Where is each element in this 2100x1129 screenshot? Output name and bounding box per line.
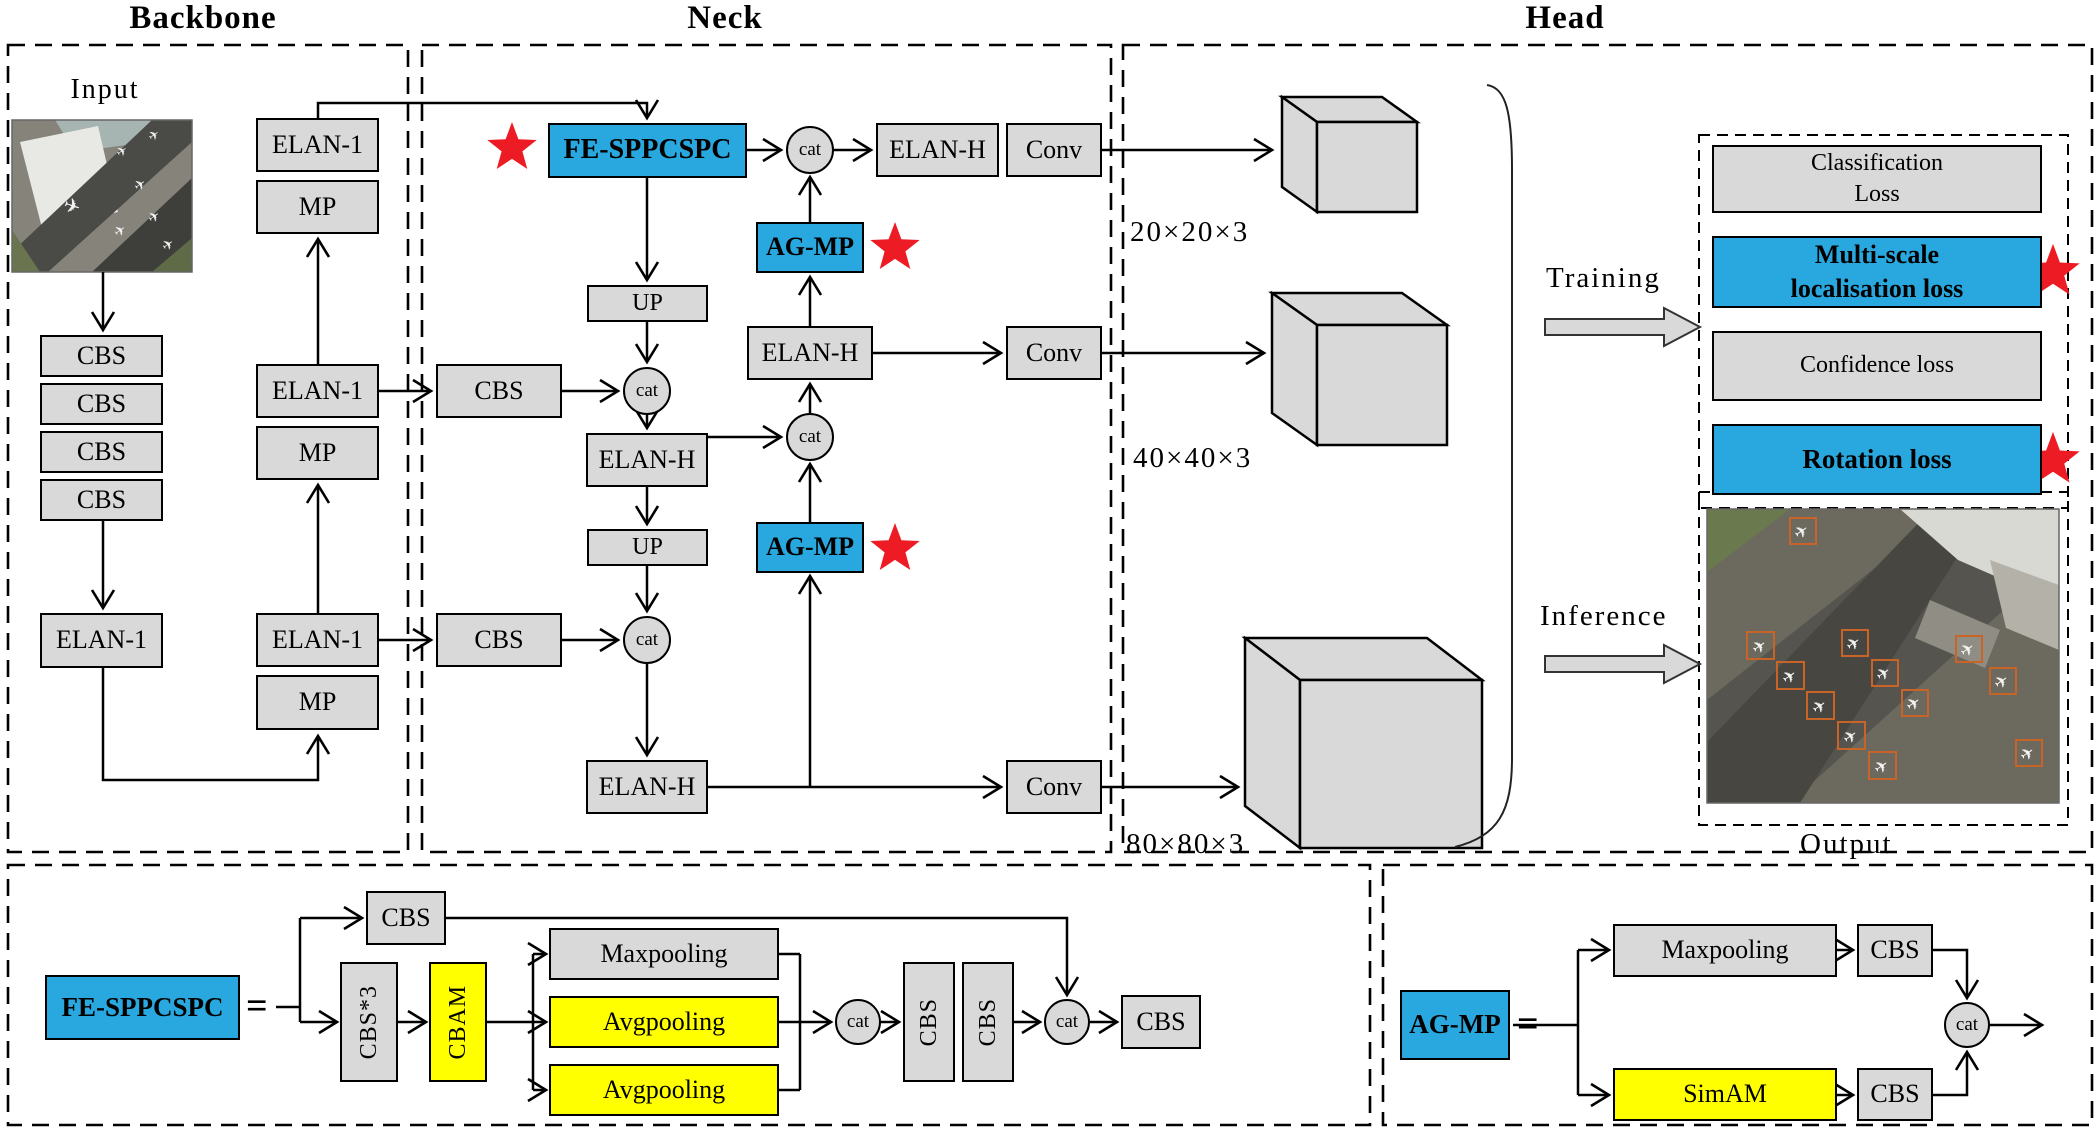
legend-cat-5: cat (835, 999, 881, 1045)
legend-cbs-final: CBS (1121, 995, 1201, 1049)
node-cbs-4: CBS (40, 479, 163, 521)
node-elan1-mid: ELAN-1 (256, 364, 379, 418)
node-cbs-1: CBS (40, 335, 163, 377)
loss-confidence: Confidence loss (1712, 331, 2042, 401)
head-frame (1121, 43, 2094, 854)
equals-sign-2: = (1517, 1003, 1539, 1045)
legend-cbs-top: CBS (366, 891, 446, 945)
equals-sign-1: = (246, 985, 268, 1027)
node-conv-1: Conv (1006, 123, 1102, 177)
star-icon (870, 523, 920, 570)
output-label: Output (1800, 828, 1893, 860)
legend-avgpooling-2: Avgpooling (549, 1064, 779, 1116)
scale-label-40: 40×40×3 (1133, 442, 1253, 474)
head-title: Head (1525, 0, 1605, 36)
node-elanh-2: ELAN-H (747, 326, 873, 380)
legend-cbs-r2: CBS (1857, 1068, 1933, 1121)
loss-multiscale: Multi-scale localisation loss (1712, 236, 2042, 308)
input-image: ✈ ✈ ✈ ✈ ✈ ✈ ✈ (11, 119, 193, 273)
legend-fe-sppcspc: FE-SPPCSPC (45, 975, 240, 1040)
node-mp-2: MP (256, 426, 379, 480)
feature-cube-80 (1241, 635, 1486, 851)
legend-cbam-text: CBAM (444, 984, 471, 1060)
node-cat-4: cat (623, 616, 671, 664)
node-cbs-neck-lower: CBS (436, 613, 562, 667)
legend-cat-7: cat (1944, 1002, 1990, 1048)
node-elanh-1: ELAN-H (586, 433, 708, 487)
node-elan1-bottom: ELAN-1 (256, 613, 379, 667)
loss-classification: Classification Loss (1712, 145, 2042, 213)
input-label: Input (70, 74, 140, 105)
feature-cube-20 (1278, 94, 1421, 215)
neck-frame (420, 43, 1113, 854)
loss-classification-line1: Classification (1811, 149, 1943, 176)
legend-cbam: CBAM (429, 962, 487, 1082)
loss-confidence-text: Confidence loss (1800, 352, 1954, 379)
node-conv-2: Conv (1006, 326, 1102, 380)
node-elanh-3: ELAN-H (586, 760, 708, 814)
feature-cube-40 (1268, 290, 1451, 448)
node-elan1-left: ELAN-1 (40, 613, 163, 668)
legend-avgpooling-1: Avgpooling (549, 996, 779, 1048)
legend-cbs3: CBS*3 (340, 962, 398, 1082)
node-elanh-top: ELAN-H (876, 123, 999, 177)
legend-cbs-v1: CBS (903, 962, 955, 1082)
fe-sppcspc-legend-frame (6, 863, 1372, 1127)
backbone-title: Backbone (129, 0, 277, 36)
training-losses-frame (1698, 134, 2069, 509)
legend-cbs3-text: CBS*3 (355, 984, 382, 1060)
star-icon (487, 122, 537, 169)
inference-label: Inference (1540, 600, 1668, 632)
star-icon (870, 222, 920, 269)
loss-multiscale-line1: Multi-scale (1814, 240, 1940, 270)
inference-arrow-icon (1544, 643, 1703, 685)
output-image: ✈ ✈ ✈ ✈ ✈ ✈ ✈ ✈ ✈ ✈ ✈ ✈ (1706, 508, 2060, 804)
legend-cbs-r1: CBS (1857, 924, 1933, 977)
node-fe-sppcspc: FE-SPPCSPC (548, 123, 747, 178)
node-ag-mp-1: AG-MP (756, 222, 864, 273)
node-conv-3: Conv (1006, 760, 1102, 814)
svg-text:✈: ✈ (60, 194, 83, 220)
node-cat-1: cat (786, 126, 834, 174)
node-cbs-3: CBS (40, 431, 163, 473)
legend-cbs-v2-text: CBS (974, 997, 1001, 1047)
loss-rotation-text: Rotation loss (1802, 443, 1952, 474)
node-cat-3: cat (786, 413, 834, 461)
node-cat-2: cat (623, 367, 671, 415)
node-elan1-top: ELAN-1 (256, 118, 379, 172)
loss-classification-line2: Loss (1854, 181, 1900, 207)
scale-label-20: 20×20×3 (1130, 216, 1250, 248)
node-cbs-neck-upper: CBS (436, 364, 562, 418)
node-cbs-2: CBS (40, 383, 163, 425)
brace-icon (1454, 84, 1513, 848)
legend-ag-mp: AG-MP (1400, 990, 1510, 1060)
legend-cbs-v2: CBS (962, 962, 1014, 1082)
ag-mp-legend-frame (1381, 863, 2094, 1127)
node-ag-mp-2: AG-MP (756, 522, 864, 573)
legend-simam: SimAM (1613, 1068, 1837, 1121)
node-up-2: UP (587, 529, 708, 566)
training-label: Training (1546, 262, 1661, 294)
backbone-frame (6, 43, 410, 854)
loss-multiscale-line2: localisation loss (1790, 274, 1964, 303)
neck-title: Neck (687, 0, 763, 36)
node-up-1: UP (587, 285, 708, 322)
legend-cbs-v1-text: CBS (915, 997, 942, 1047)
loss-rotation: Rotation loss (1712, 424, 2042, 495)
legend-maxpooling-2: Maxpooling (1613, 924, 1837, 977)
node-mp-3: MP (256, 675, 379, 730)
legend-maxpooling: Maxpooling (549, 928, 779, 980)
scale-label-80: 80×80×3 (1126, 828, 1246, 860)
node-mp-1: MP (256, 180, 379, 234)
training-arrow-icon (1544, 306, 1703, 348)
legend-cat-6: cat (1044, 999, 1090, 1045)
